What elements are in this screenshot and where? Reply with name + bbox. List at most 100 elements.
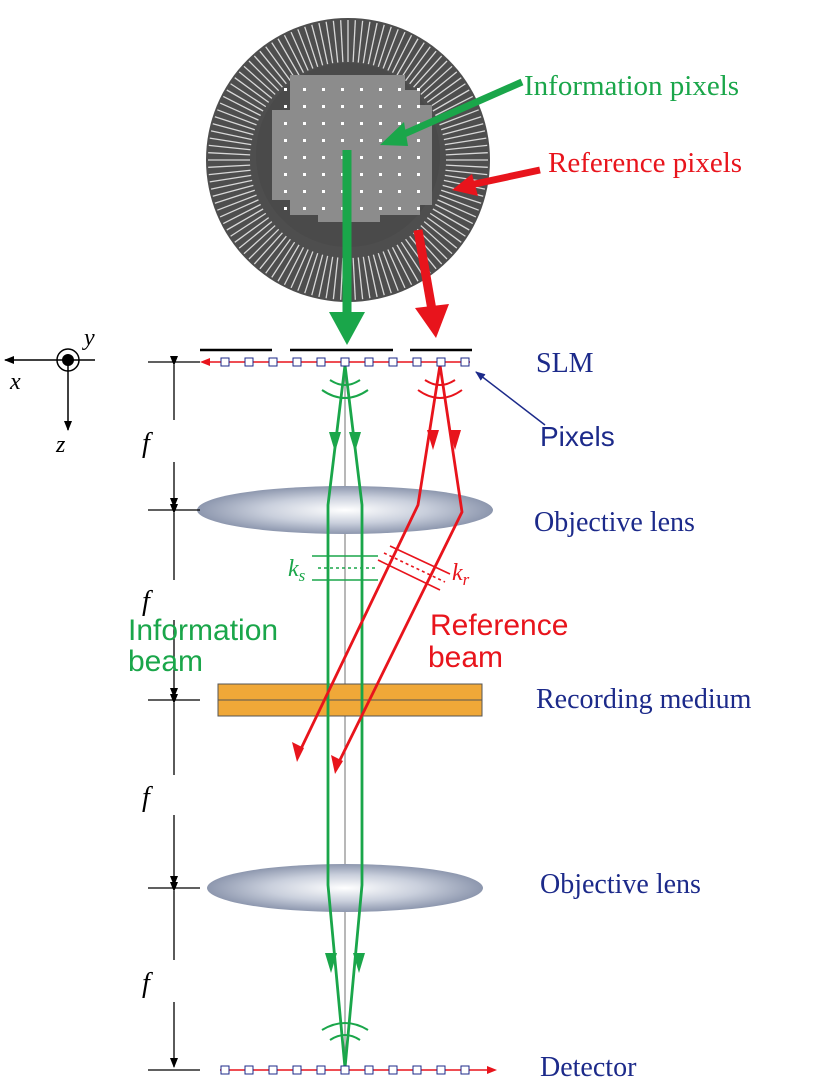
information-pixel-dot <box>303 139 306 142</box>
focal-length-label-2: f <box>142 586 153 617</box>
reference-pixel-ray <box>442 123 484 136</box>
pixel-square <box>268 357 278 367</box>
information-pixel-dot <box>303 207 306 210</box>
reference-pixel-ray <box>396 38 419 76</box>
information-pixel-dot <box>341 122 344 125</box>
pixel-square <box>340 1065 350 1075</box>
reference-pixel-ray <box>443 130 486 141</box>
reference-pixel-ray <box>248 60 280 92</box>
reference-pixel-ray <box>420 225 453 255</box>
reference-pixel-ray <box>271 42 296 79</box>
reference-pixel-ray <box>377 26 392 67</box>
reference-pixel-ray <box>253 232 283 265</box>
information-pixel-dot <box>360 88 363 91</box>
focal-dimension-marks <box>148 356 200 1071</box>
information-pixel-dot <box>284 139 287 142</box>
reference-pixel-ray <box>391 34 413 73</box>
information-pixel-dot <box>379 190 382 193</box>
focal-length-label-1: f <box>142 428 153 459</box>
information-pixel-dot <box>341 105 344 108</box>
pixel-square <box>364 1065 374 1075</box>
reference-pixel-ray <box>332 257 339 300</box>
information-pixel-dot <box>379 88 382 91</box>
pixel-square <box>340 357 350 367</box>
reference-pixel-ray <box>243 225 276 255</box>
information-pixel-dot <box>341 139 344 142</box>
reference-pixel-ray <box>318 22 329 65</box>
reference-beam-rays <box>296 364 464 769</box>
reference-pixel-ray <box>445 152 488 156</box>
information-pixel-dot <box>322 156 325 159</box>
information-pixel-dot <box>417 139 420 142</box>
information-pixel-dot <box>322 105 325 108</box>
axis-y-label: y <box>82 325 95 351</box>
axis-x-label: x <box>9 369 21 395</box>
reference-pixel-ray <box>423 71 458 99</box>
reference-pixel-ray <box>283 34 305 73</box>
pixel-square <box>412 1065 422 1075</box>
pixel-square <box>388 1065 398 1075</box>
information-pixel-dot <box>398 105 401 108</box>
information-pixel-dot <box>360 139 363 142</box>
pixels-label: Pixels <box>540 421 615 452</box>
pixel-square <box>316 357 326 367</box>
reference-pixel-ray <box>304 26 319 67</box>
objective-lens-2 <box>207 864 483 912</box>
reference-pixel-ray <box>426 77 462 103</box>
reference-pixel-ray <box>372 24 385 66</box>
reference-pixel-ray <box>367 22 378 65</box>
information-pixel-dot <box>379 156 382 159</box>
reference-pixel-ray <box>340 20 344 63</box>
pixel-square <box>220 357 230 367</box>
reference-pixel-ray <box>423 221 458 249</box>
information-pixel-dot <box>398 122 401 125</box>
pixel-square <box>292 357 302 367</box>
information-pixel-dot <box>417 88 420 91</box>
information-pixel-dot <box>322 190 325 193</box>
slm-label: SLM <box>536 348 594 379</box>
reference-pixel-ray <box>214 116 255 131</box>
information-pixel-dot <box>284 190 287 193</box>
reference-pixel-ray <box>429 83 466 108</box>
pixels-callout-arrow <box>475 371 546 426</box>
reference-pixel-ray <box>226 208 264 231</box>
pixel-square <box>460 1065 470 1075</box>
reference-pixel-ray <box>444 137 487 146</box>
reference-pixel-ray <box>396 244 419 282</box>
reference-beam-down-arrow <box>413 229 437 311</box>
kr-label: kr <box>452 560 470 589</box>
information-pixel-dot <box>417 207 420 210</box>
information-pixel-dot <box>379 105 382 108</box>
pixel-square <box>268 1065 278 1075</box>
pixel-square <box>364 357 374 367</box>
reference-pixel-ray <box>277 38 300 76</box>
information-pixel-dot <box>303 173 306 176</box>
reference-pixel-ray <box>209 174 252 183</box>
information-pixel-dot <box>360 105 363 108</box>
objective-lens-1 <box>197 486 493 534</box>
information-pixel-dot <box>303 88 306 91</box>
pixel-square <box>388 357 398 367</box>
information-pixel-area <box>272 75 432 222</box>
reference-pixel-ray <box>413 55 443 88</box>
information-pixel-dot <box>303 122 306 125</box>
pixel-square <box>436 1065 446 1075</box>
reference-pixel-ray <box>435 95 474 117</box>
reference-pixel-ray <box>208 152 251 156</box>
information-pixel-dot <box>417 173 420 176</box>
coordinate-axes <box>4 348 95 431</box>
reference-pixel-ray <box>209 137 252 146</box>
reference-pixel-ray <box>297 251 314 291</box>
reference-pixel-ray <box>259 235 287 270</box>
reference-pixel-ray <box>238 221 273 249</box>
reference-pixel-ray <box>290 249 309 289</box>
reference-pixel-ray <box>271 241 296 278</box>
information-pixel-dot <box>284 173 287 176</box>
information-beam-label-line1: Information <box>128 614 278 647</box>
reference-pixel-ray <box>234 77 270 103</box>
reference-pixel-ray <box>432 89 470 112</box>
pixel-square <box>220 1065 230 1075</box>
reference-pixel-ray <box>253 55 283 88</box>
